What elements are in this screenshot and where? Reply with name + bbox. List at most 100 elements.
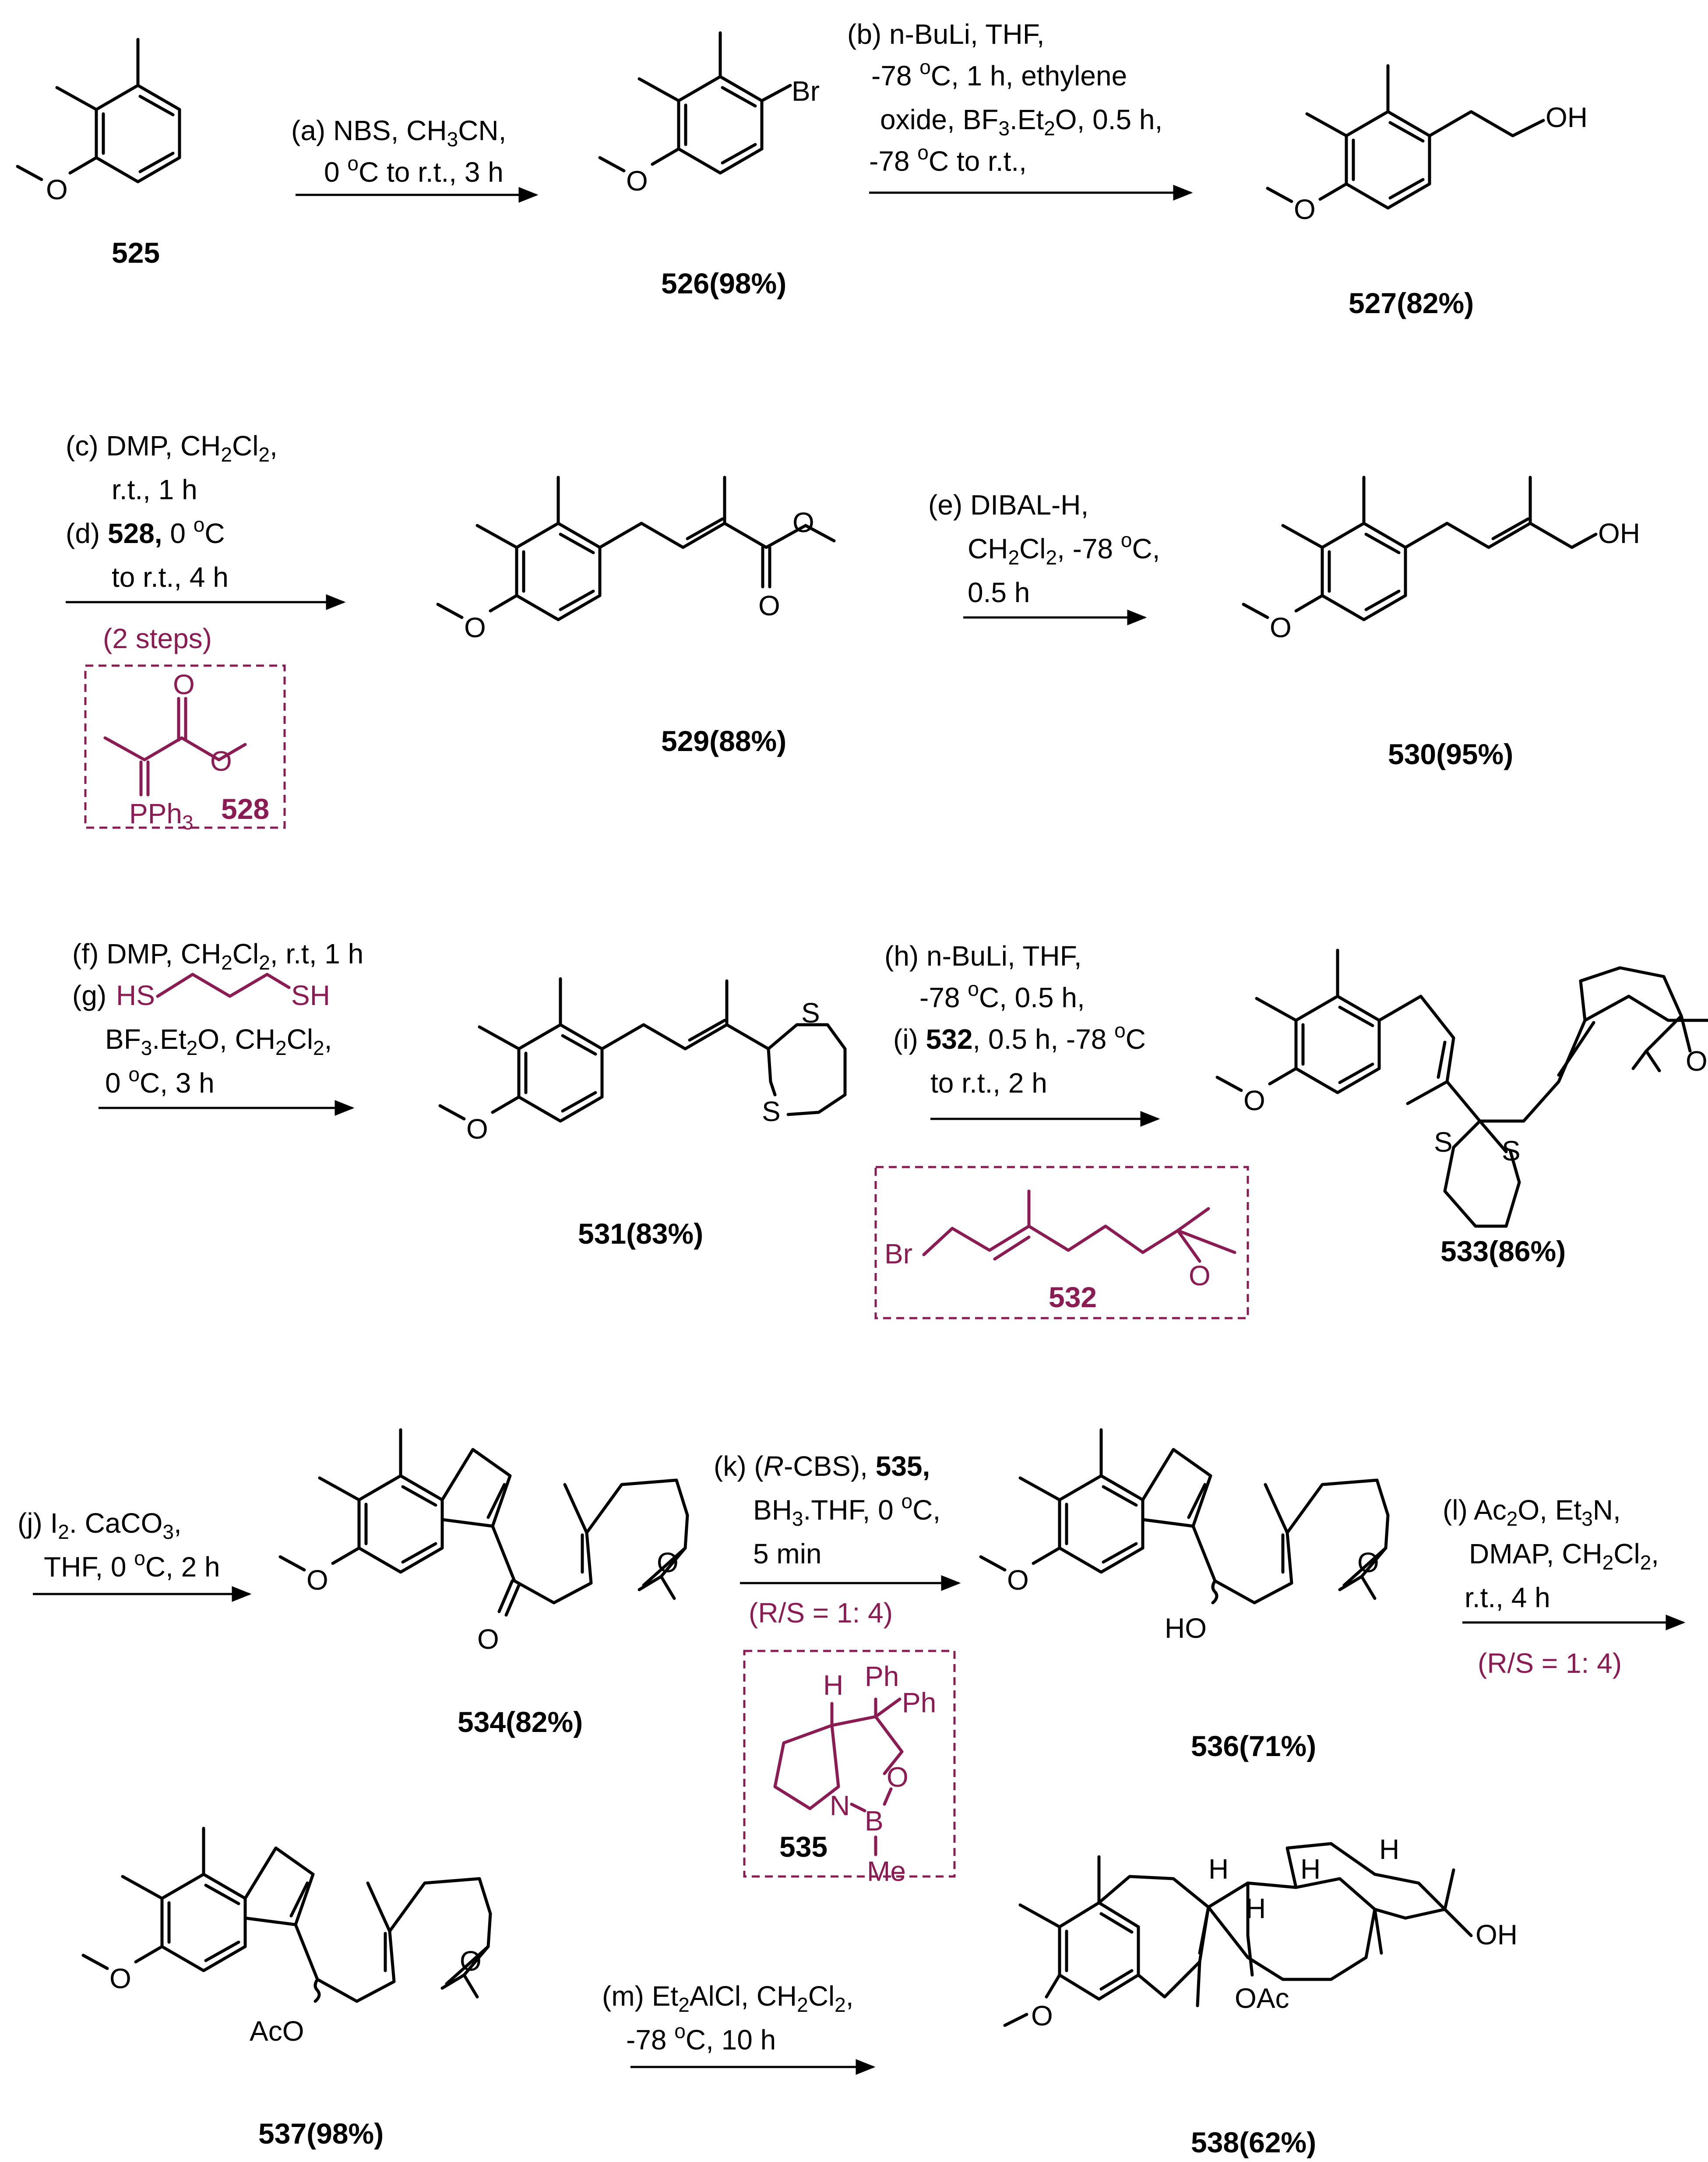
compound-532-label: 532 (1049, 1281, 1097, 1313)
svg-text:(l) Ac2O, Et3N,: (l) Ac2O, Et3N, (1443, 1494, 1621, 1530)
svg-text:THF, 0 oC, 2 h: THF, 0 oC, 2 h (44, 1547, 220, 1583)
svg-text:S: S (801, 997, 820, 1029)
svg-text:-78 oC, 0.5 h,: -78 oC, 0.5 h, (919, 977, 1085, 1013)
compound-535-label: 535 (779, 1830, 828, 1863)
svg-text:S: S (762, 1096, 781, 1127)
svg-text:0 oC, 3 h: 0 oC, 3 h (105, 1063, 215, 1099)
compound-525-structure: O (16, 38, 181, 205)
svg-text:OH: OH (1598, 518, 1640, 549)
svg-text:5 min: 5 min (753, 1538, 822, 1569)
compound-528-label: 528 (221, 793, 269, 825)
reagent-535-box (743, 1650, 956, 1878)
k-ratio-note: (R/S = 1: 4) (749, 1597, 893, 1629)
svg-text:O: O (1189, 1260, 1211, 1291)
svg-text:B: B (865, 1805, 884, 1837)
reagent-532-box (874, 1166, 1249, 1319)
svg-text:(f) DMP, CH2Cl2, r.t, 1 h: (f) DMP, CH2Cl2, r.t, 1 h (72, 938, 363, 974)
svg-text:O: O (306, 1564, 328, 1596)
svg-text:SH: SH (291, 980, 330, 1011)
step-hi-conditions: (h) n-BuLi, THF, -78 oC, 0.5 h, (i) 532,… (884, 940, 1146, 1099)
svg-text:O: O (1686, 1045, 1708, 1077)
compound-530-label: 530(95%) (1388, 738, 1513, 770)
svg-text:O: O (1007, 1564, 1029, 1596)
svg-text:-78 oC to r.t.,: -78 oC to r.t., (869, 141, 1027, 177)
svg-text:to r.t., 2 h: to r.t., 2 h (930, 1067, 1047, 1099)
svg-text:AcO: AcO (250, 2015, 304, 2047)
svg-text:OH: OH (1476, 1919, 1518, 1950)
compound-526-structure: Br O (598, 31, 820, 197)
svg-text:O: O (210, 745, 232, 777)
svg-text:to r.t., 4 h: to r.t., 4 h (112, 561, 229, 593)
svg-text:O: O (460, 1945, 482, 1977)
step-m-conditions: (m) Et2AlCl, CH2Cl2, -78 oC, 10 h (602, 1980, 854, 2056)
reagent-532-structure: Br O 532 (884, 1189, 1236, 1313)
atom-OH-label: OH (1546, 102, 1588, 133)
step-l-conditions: (l) Ac2O, Et3N, DMAP, CH2Cl2, r.t., 4 h … (1443, 1494, 1659, 1679)
svg-text:-78 oC, 1 h, ethylene: -78 oC, 1 h, ethylene (871, 56, 1127, 92)
atom-Br-label: Br (792, 75, 820, 107)
compound-537-structure: AcO O O (81, 1827, 492, 2047)
svg-text:O: O (464, 612, 486, 643)
compound-531-label: 531(83%) (578, 1217, 703, 1250)
svg-text:(g): (g) (72, 980, 106, 1011)
svg-text:(c) DMP, CH2Cl2,: (c) DMP, CH2Cl2, (66, 430, 278, 466)
compound-526-label: 526(98%) (661, 267, 786, 300)
svg-text:OAc: OAc (1235, 1982, 1289, 2014)
svg-text:Br: Br (884, 1238, 912, 1270)
svg-text:BH3.THF, 0 oC,: BH3.THF, 0 oC, (753, 1490, 940, 1530)
svg-text:H: H (823, 1669, 843, 1701)
svg-text:(b) n-BuLi, THF,: (b) n-BuLi, THF, (847, 18, 1045, 50)
svg-text:O: O (1357, 1547, 1379, 1578)
svg-text:oxide, BF3.Et2O, 0.5 h,: oxide, BF3.Et2O, 0.5 h, (880, 104, 1162, 140)
compound-530-structure: OH O (1242, 476, 1640, 643)
svg-text:0.5 h: 0.5 h (968, 577, 1030, 608)
svg-text:O: O (1031, 2000, 1053, 2032)
svg-text:(i) 532, 0.5 h, -78 oC: (i) 532, 0.5 h, -78 oC (893, 1019, 1146, 1055)
svg-text:BF3.Et2O, CH2Cl2,: BF3.Et2O, CH2Cl2, (105, 1023, 332, 1059)
svg-text:(a) NBS, CH3CN,: (a) NBS, CH3CN, (291, 115, 506, 151)
svg-text:Ph: Ph (902, 1687, 936, 1718)
step-a-conditions: (a) NBS, CH3CN, 0 oC to r.t., 3 h (291, 115, 506, 188)
compound-533-label: 533(86%) (1440, 1235, 1566, 1267)
svg-text:0 oC to r.t., 3 h: 0 oC to r.t., 3 h (324, 152, 504, 188)
two-steps-note: (2 steps) (103, 623, 212, 654)
compound-538-label: 538(62%) (1191, 2126, 1316, 2158)
compound-529-label: 529(88%) (661, 725, 786, 757)
compound-537-label: 537(98%) (258, 2117, 384, 2150)
compound-531-structure: S S O (438, 977, 847, 1145)
compound-529-structure: O O O (436, 476, 836, 643)
svg-text:(d) 528, 0 oC: (d) 528, 0 oC (66, 513, 225, 549)
svg-text:O: O (1243, 1085, 1265, 1116)
compound-536-label: 536(71%) (1191, 1730, 1316, 1762)
svg-text:Ph: Ph (865, 1661, 899, 1692)
svg-text:r.t., 4 h: r.t., 4 h (1465, 1582, 1550, 1613)
compound-527-label: 527(82%) (1349, 287, 1474, 319)
step-b-conditions: (b) n-BuLi, THF, -78 oC, 1 h, ethylene o… (847, 18, 1162, 177)
compound-534-label: 534(82%) (458, 1706, 583, 1738)
svg-text:S: S (1502, 1135, 1521, 1167)
svg-text:HO: HO (1165, 1612, 1207, 1644)
svg-text:O: O (792, 507, 814, 538)
svg-text:O: O (109, 1963, 131, 1994)
compound-536-structure: HO O O (979, 1428, 1390, 1644)
svg-text:(e) DIBAL-H,: (e) DIBAL-H, (928, 489, 1088, 521)
l-ratio-note: (R/S = 1: 4) (1478, 1647, 1622, 1679)
svg-text:CH2Cl2, -78 oC,: CH2Cl2, -78 oC, (968, 529, 1160, 569)
compound-538-structure: O H H H H OH OAc (1003, 1834, 1518, 2032)
step-fg-conditions: (f) DMP, CH2Cl2, r.t, 1 h (g) HS SH BF3.… (72, 938, 363, 1099)
step-cd-conditions: (c) DMP, CH2Cl2, r.t., 1 h (d) 528, 0 oC… (66, 430, 278, 654)
step-j-conditions: (j) I2. CaCO3, THF, 0 oC, 2 h (18, 1507, 220, 1583)
reagent-528-box (84, 664, 286, 829)
svg-text:O: O (1270, 612, 1292, 643)
svg-text:N: N (830, 1790, 850, 1821)
svg-text:O: O (758, 590, 780, 621)
atom-O-label: O (626, 165, 648, 197)
svg-text:H: H (1300, 1853, 1321, 1885)
svg-text:(k) (R-CBS), 535,: (k) (R-CBS), 535, (714, 1450, 930, 1482)
svg-text:Me: Me (867, 1855, 906, 1887)
svg-text:(j) I2. CaCO3,: (j) I2. CaCO3, (18, 1507, 182, 1543)
reagent-528-structure: O O PPh3 528 (103, 669, 269, 834)
svg-text:S: S (1434, 1126, 1453, 1158)
svg-text:(m) Et2AlCl, CH2Cl2,: (m) Et2AlCl, CH2Cl2, (602, 1980, 854, 2016)
compound-533-structure: S S O O (1215, 949, 1708, 1228)
